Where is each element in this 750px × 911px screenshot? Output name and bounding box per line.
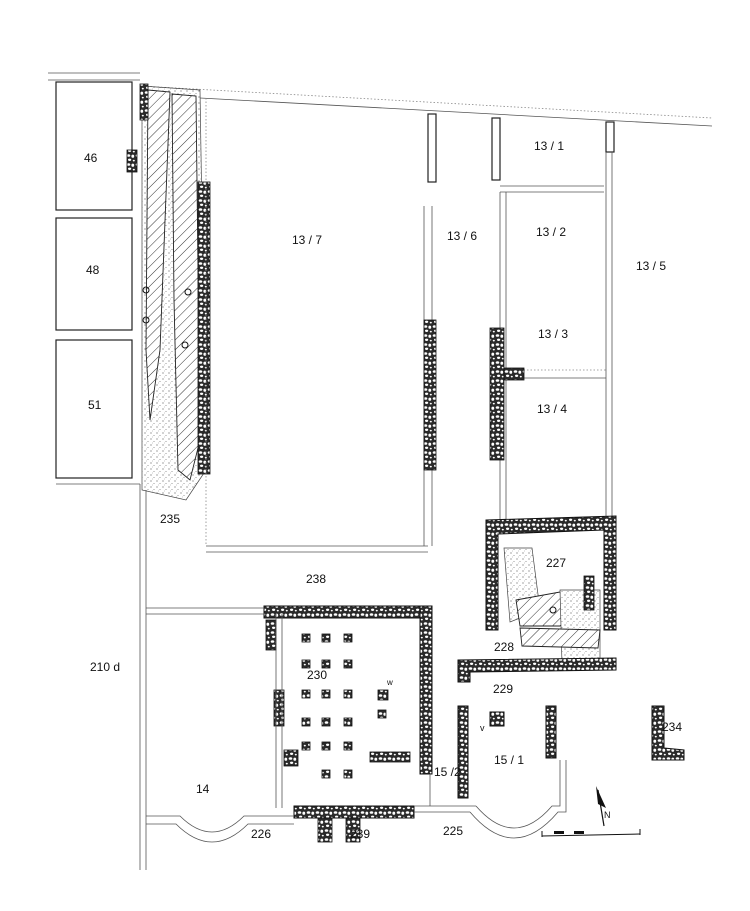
room-label-13-7: 13 / 7 bbox=[292, 233, 323, 247]
room-label-228: 228 bbox=[494, 640, 515, 654]
room-label-13-4: 13 / 4 bbox=[537, 402, 568, 416]
room-label-46: 46 bbox=[84, 151, 98, 165]
room-label-235: 235 bbox=[160, 512, 181, 526]
room-label-230: 230 bbox=[307, 668, 328, 682]
room-label-238: 238 bbox=[306, 572, 327, 586]
room-label-13-1: 13 / 1 bbox=[534, 139, 565, 153]
corridor-235 bbox=[139, 83, 211, 501]
room-label-239: 239 bbox=[350, 827, 371, 841]
room-label-229: 229 bbox=[493, 682, 514, 696]
room-227 bbox=[457, 515, 617, 683]
room-234-fragment bbox=[651, 705, 685, 761]
room-label-226: 226 bbox=[251, 827, 272, 841]
mark-v: v bbox=[480, 723, 485, 733]
room-label-13-2: 13 / 2 bbox=[536, 225, 567, 239]
mark-w: w bbox=[387, 678, 393, 687]
room-label-210d: 210 d bbox=[90, 660, 121, 674]
room-label-13-3: 13 / 3 bbox=[538, 327, 569, 341]
rooms-15-1-15-2 bbox=[414, 705, 567, 839]
room-label-225: 225 bbox=[443, 824, 464, 838]
room-14-and-street-210d bbox=[139, 484, 294, 870]
pier-grid bbox=[301, 633, 389, 779]
west-rooms-block bbox=[55, 81, 140, 485]
room-label-15-1: 15 / 1 bbox=[494, 753, 525, 767]
room-label-227: 227 bbox=[546, 556, 567, 570]
room-13-7-walls bbox=[205, 98, 437, 553]
room-label-234: 234 bbox=[662, 720, 683, 734]
room-label-51: 51 bbox=[88, 398, 102, 412]
svg-text:N: N bbox=[604, 810, 611, 820]
room-label-13-5: 13 / 5 bbox=[636, 259, 667, 273]
room-label-13-6: 13 / 6 bbox=[447, 229, 478, 243]
north-arrow-icon: N bbox=[596, 786, 611, 827]
rooms-13-1-to-13-5 bbox=[489, 117, 615, 520]
northern-street-lines bbox=[48, 72, 713, 127]
room-label-15-2: 15 /2 bbox=[434, 765, 461, 779]
room-label-48: 48 bbox=[86, 263, 100, 277]
room-label-14: 14 bbox=[196, 782, 210, 796]
scale-bar bbox=[541, 829, 641, 837]
room-230-courtyard bbox=[263, 605, 433, 843]
